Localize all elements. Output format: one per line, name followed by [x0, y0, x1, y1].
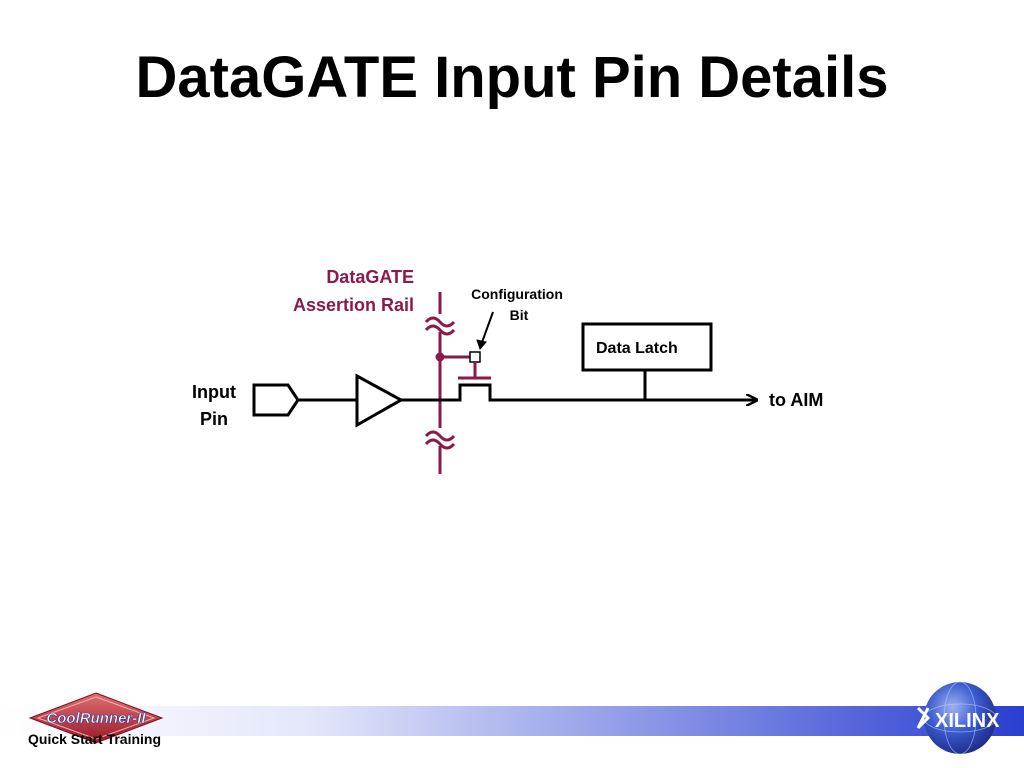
input-label-line2: Pin: [200, 409, 228, 429]
output-label: to AIM: [769, 390, 823, 410]
svg-text:CoolRunner-II: CoolRunner-II: [46, 710, 146, 727]
config-pointer-arrowhead: [476, 339, 487, 350]
data-latch-box: [581, 322, 713, 372]
config-bit-box: [469, 351, 481, 363]
svg-text:XILINX: XILINX: [935, 710, 1000, 732]
config-label-line2: Bit: [510, 307, 529, 323]
data-latch-label: Data Latch: [596, 340, 678, 357]
slide-title: DataGATE Input Pin Details: [135, 45, 889, 110]
coolrunner-logo: CoolRunner-II: [28, 692, 164, 744]
input-buffer-triangle: [355, 373, 405, 428]
wire-buffer-to-gate: [401, 383, 645, 402]
config-label-line1: Configuration: [471, 286, 563, 302]
config-pointer-arrow: [480, 311, 494, 346]
input-pin-shape: [252, 383, 300, 417]
rail-label-line2: Assertion Rail: [293, 295, 414, 315]
xilinx-logo: XILINX: [916, 681, 1000, 755]
footer-band: [0, 706, 1024, 736]
rail-break-bottom: [424, 428, 456, 450]
footer-training-label: Quick Start Training: [28, 731, 162, 747]
input-label-line1: Input: [192, 382, 236, 402]
rail-break-top: [424, 314, 456, 336]
rail-label-line1: DataGATE: [326, 267, 414, 287]
